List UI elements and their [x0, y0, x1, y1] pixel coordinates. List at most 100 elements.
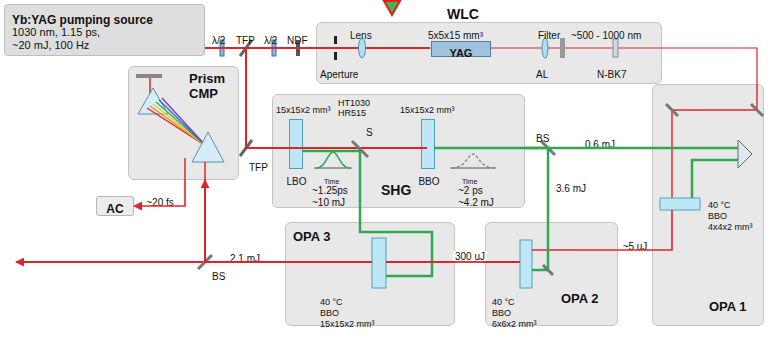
component-label: 40 °C	[492, 297, 515, 307]
beam-energy-label: 3.6 mJ	[554, 183, 588, 195]
component-label: λ/2	[264, 35, 277, 47]
text-holder: WLC	[447, 5, 479, 23]
component-label: Lens	[350, 30, 372, 42]
text-holder: SHG	[381, 181, 411, 199]
text-holder: 0.6 mJ	[583, 134, 617, 152]
text-holder: HT1030 HR515	[338, 98, 374, 120]
text-holder: N-BK7	[597, 64, 626, 82]
text-holder: LBO	[283, 171, 310, 189]
pump-beam	[316, 47, 430, 49]
node-title: YAG	[450, 47, 473, 60]
text-holder: 1030 nm, 1.15 ps, ~20 mJ, 100 Hz	[12, 26, 116, 53]
text-holder: Filter	[538, 25, 560, 43]
text-holder: λ/2	[212, 30, 225, 48]
component-label: BS	[536, 133, 549, 145]
component-label: 40 °C	[320, 297, 343, 307]
node-title: SHG	[381, 182, 411, 198]
text-holder: Prism CMP	[189, 72, 235, 102]
opa-panel: OPA 3	[285, 222, 455, 326]
glass-plate	[613, 39, 618, 57]
output-beam	[16, 261, 205, 263]
text-holder: ~500 - 1000 nm	[571, 25, 641, 43]
white-light-beam	[490, 47, 662, 48]
autocorrelator-box: AC	[96, 196, 134, 216]
component-label: ~10 mJ	[312, 197, 345, 209]
node-text: 1030 nm, 1.15 ps, ~20 mJ, 100 Hz	[12, 26, 116, 51]
aperture	[334, 52, 337, 60]
component-label: λ/2	[212, 35, 225, 47]
beam-path	[618, 249, 652, 251]
bbo-crystal: BBO	[415, 117, 443, 185]
component-label: Time	[462, 178, 477, 186]
beam-path	[662, 48, 757, 84]
node-title: WLC	[447, 6, 479, 22]
component-label: ~1.25ps	[312, 185, 348, 197]
signal-beam	[386, 261, 455, 263]
component-label: ~2 ps	[458, 185, 483, 197]
text-holder: Lens	[350, 25, 372, 43]
text-holder: OPA 2	[561, 289, 599, 307]
text-holder: 40 °C	[492, 291, 515, 309]
bbo-crystal	[660, 198, 700, 210]
text-holder: 3.6 mJ	[554, 178, 588, 196]
text-holder: ~5 uJ	[621, 236, 650, 254]
crystal-body	[421, 119, 435, 169]
signal-beam	[532, 249, 618, 251]
green-beam	[434, 147, 525, 150]
text-holder: 40 °C	[708, 194, 731, 212]
text-holder: AC	[97, 199, 133, 217]
component-label: BBO	[492, 308, 511, 318]
component-label: BS	[212, 271, 225, 283]
text-holder: S	[366, 122, 373, 140]
component-label: 5x5x15 mm³	[428, 30, 483, 42]
signal-beam	[285, 261, 372, 263]
node-title: OPA 3	[293, 230, 331, 245]
text-holder: 2.1 mJ	[228, 248, 262, 266]
component-label: Filter	[538, 30, 560, 42]
component-label: HT1030 HR515	[338, 98, 374, 119]
text-holder: 5x5x15 mm³	[428, 25, 483, 43]
bbo-crystal	[520, 240, 532, 288]
mirror	[136, 74, 162, 78]
component-label: 15x15x2 mm³	[276, 105, 331, 115]
component-label: Aperture	[320, 69, 358, 81]
component-label: 15x15x2 mm³	[320, 319, 375, 329]
component-label: TFP	[236, 35, 255, 47]
node-title: Yb:YAG pumping source	[12, 14, 153, 28]
component-label: ~4.2 mJ	[458, 197, 494, 209]
compressed-beam	[184, 158, 186, 180]
text-holder: OPA 3	[293, 227, 331, 245]
component-label: S	[366, 127, 373, 139]
beam-path	[359, 208, 362, 222]
component-label: 15x15x2 mm³	[400, 105, 455, 115]
text-holder: AL	[536, 64, 548, 82]
component-label: BBO	[708, 211, 727, 221]
component-label: BBO	[320, 308, 339, 318]
text-holder: BS	[212, 266, 225, 284]
component-label: AL	[536, 69, 548, 81]
text-holder: BS	[536, 128, 549, 146]
node-title: AC	[106, 203, 123, 217]
laser-source-box: Yb:YAG pumping source1030 nm, 1.15 ps, ~…	[4, 4, 205, 56]
text-holder: TFP	[236, 30, 255, 48]
marker-triangle	[384, 1, 400, 15]
crystal-body	[289, 119, 303, 169]
aperture	[334, 36, 337, 44]
node-title: Prism CMP	[189, 72, 235, 102]
text-holder: ~20 fs	[144, 192, 176, 210]
signal-beam	[485, 261, 520, 263]
beam-path	[455, 261, 485, 263]
filter	[560, 38, 565, 58]
node-title: LBO	[286, 176, 306, 188]
component-label: ~500 - 1000 nm	[571, 30, 641, 42]
text-holder: YAG	[432, 43, 490, 61]
text-holder: NDF	[287, 30, 308, 48]
component-label: Time	[324, 178, 339, 186]
component-label: N-BK7	[597, 69, 626, 81]
text-holder: Aperture	[320, 64, 358, 82]
component-label: 6x6x2 mm³	[492, 319, 537, 329]
component-label: 4x4x2 mm³	[708, 222, 753, 232]
beam-energy-label: 300 uJ	[453, 251, 487, 263]
